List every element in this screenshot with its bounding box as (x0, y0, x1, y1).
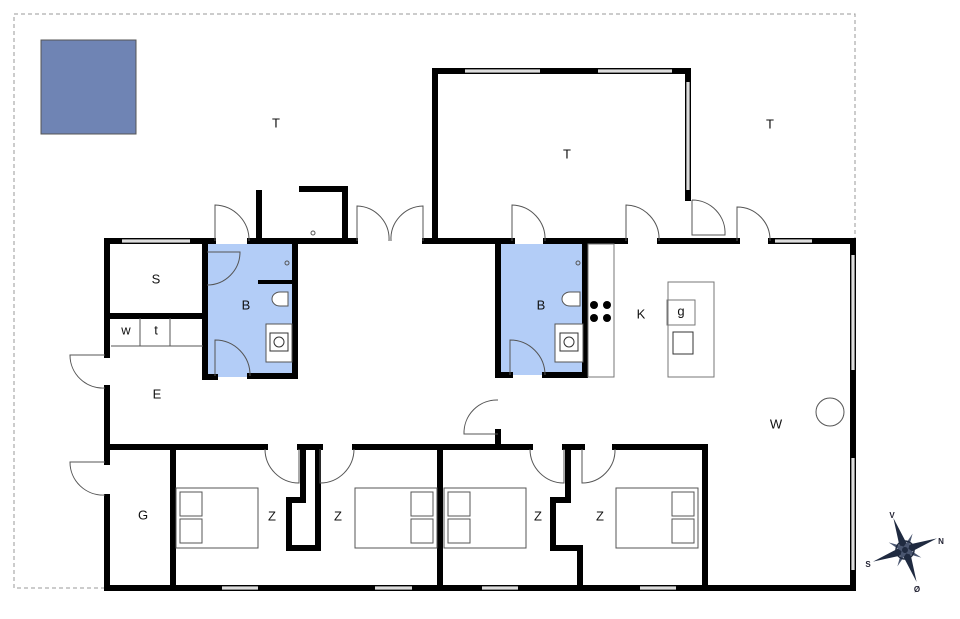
label-living: W (770, 416, 783, 431)
label-bedroom-1: Z (268, 508, 276, 523)
label-bedroom-4: Z (596, 508, 604, 523)
label-dishwasher: g (677, 303, 684, 318)
interior-walls (104, 238, 708, 591)
stove-icon (590, 301, 611, 322)
sink-icon (554, 323, 584, 363)
stove-round-icon (815, 397, 845, 427)
label-entrance: E (153, 386, 162, 401)
toilet-icon (271, 291, 289, 307)
kitchen-counter (587, 243, 615, 378)
bed (175, 487, 259, 549)
compass-north-label: N (938, 537, 944, 546)
label-storage: S (152, 271, 161, 286)
compass-west-label: V (889, 511, 895, 520)
label-terrace-mid: T (563, 146, 571, 161)
compass-rose-icon (873, 518, 937, 582)
outer-walls (104, 238, 856, 591)
terrace-walls (256, 68, 691, 244)
pool (40, 39, 137, 135)
sink-icon (672, 331, 694, 355)
plot-boundary (13, 13, 856, 589)
label-garage: G (138, 507, 148, 522)
bed (443, 487, 527, 549)
toilet-icon (561, 291, 581, 307)
label-bedroom-2: Z (334, 508, 342, 523)
drain-icon (575, 260, 581, 266)
label-kitchen: K (637, 306, 646, 321)
room-labels: T T T S B w t E B K g W G Z Z Z Z (120, 115, 783, 523)
drain-icon (284, 260, 290, 266)
label-bedroom-3: Z (534, 508, 542, 523)
label-dryer: t (154, 322, 158, 337)
label-terrace-left: T (272, 115, 280, 130)
fixtures (175, 230, 845, 549)
label-washer: w (120, 322, 131, 337)
label-bath-left: B (242, 297, 251, 312)
label-bath-right: B (537, 297, 546, 312)
drain-icon (310, 230, 316, 236)
bed (615, 487, 699, 549)
bed (354, 487, 438, 549)
kitchen-island (667, 281, 715, 378)
compass-east-label: Ø (914, 585, 920, 594)
doors (69, 199, 771, 496)
label-terrace-right: T (766, 116, 774, 131)
compass-south-label: S (865, 560, 871, 569)
